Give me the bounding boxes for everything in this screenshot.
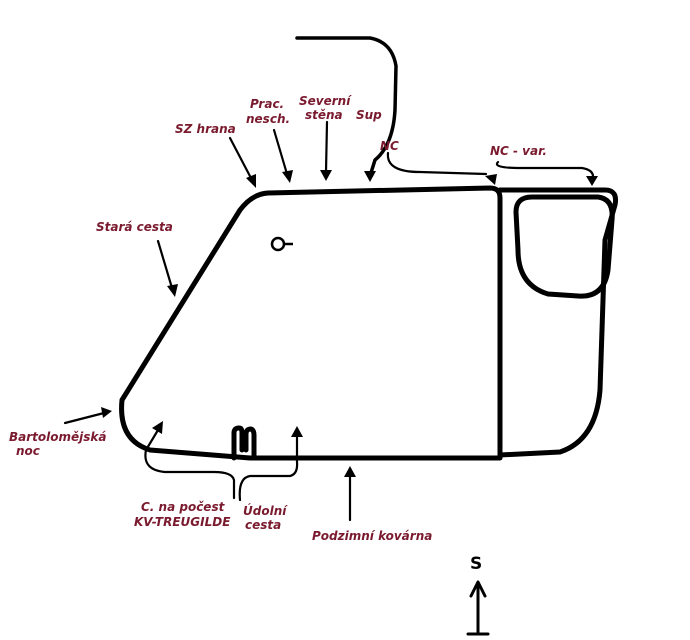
rock-gully-notch	[231, 425, 257, 461]
arrow-c-na-pocest	[144, 421, 236, 500]
arrow-nc	[386, 151, 497, 185]
label-c-na-pocest-1: C. na počest	[141, 500, 226, 514]
arrow-severni-stena	[320, 120, 332, 181]
label-bartolomejska-2: noc	[16, 444, 40, 458]
label-udolni-1: Údolní	[243, 503, 288, 518]
arrow-nc-var	[495, 160, 598, 186]
arrow-prac-nesch	[272, 128, 293, 183]
rock-tower-inner-block	[513, 194, 615, 299]
compass-direction-label: S	[470, 554, 482, 574]
label-prac-nesch-2: nesch.	[246, 112, 290, 126]
summit-route-line	[295, 36, 398, 178]
label-c-na-pocest-2: KV-TREUGILDE	[134, 515, 231, 529]
label-sz-hrana: SZ hrana	[175, 122, 236, 136]
label-prac-nesch-1: Prac.	[250, 97, 284, 111]
label-podzimni-kovarna: Podzimní kovárna	[312, 529, 432, 543]
label-severni-stena-1: Severní	[299, 94, 352, 108]
label-stara-cesta: Stará cesta	[96, 220, 173, 234]
arrow-sz-hrana	[228, 136, 256, 188]
label-severni-stena-2: stěna	[305, 108, 343, 122]
compass: S	[466, 554, 490, 636]
label-sup: Sup	[356, 108, 382, 122]
arrow-stara-cesta	[156, 239, 178, 297]
arrow-bartolomejska-noc	[63, 407, 112, 425]
compass-arrow-icon	[469, 580, 487, 634]
label-nc: NC	[380, 139, 399, 153]
rock-right-tower	[497, 187, 618, 458]
arrow-podzimni-kovarna	[344, 466, 356, 522]
arrow-sup	[364, 171, 376, 182]
label-bartolomejska-1: Bartolomějská	[9, 430, 106, 444]
anchor-ring-icon	[270, 236, 286, 252]
rock-main-outline	[119, 185, 503, 461]
label-udolni-2: cesta	[245, 518, 281, 532]
arrow-udolni-cesta	[238, 426, 303, 502]
label-nc-var: NC - var.	[490, 144, 547, 158]
